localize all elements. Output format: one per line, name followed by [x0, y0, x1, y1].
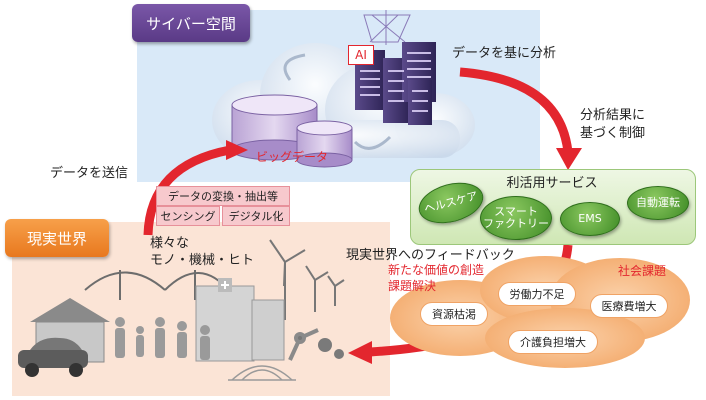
smart-factory-line1: スマート [494, 205, 538, 218]
real-world-title: 現実世界 [5, 219, 109, 257]
social-issues-title: 社会課題 [618, 264, 667, 278]
data-conversion-pill: データの変換・抽出等 [156, 186, 290, 206]
services-title: 利活用サービス [506, 176, 598, 191]
value-creation-label: 新たな価値の創造 [388, 263, 485, 277]
factory-icon [195, 278, 285, 362]
server-icon [355, 10, 436, 125]
digitization-pill: デジタル化 [222, 206, 290, 226]
issue-labor-shortage: 労働力不足 [498, 282, 576, 306]
cyber-space-title: サイバー空間 [132, 4, 250, 42]
big-data-label: ビッグデータ [256, 150, 329, 164]
wind-turbine-icon [269, 239, 345, 320]
service-smart-factory: スマート ファクトリー [480, 196, 552, 240]
people-icon [115, 317, 210, 360]
car-icon [18, 337, 88, 377]
database-icon [231, 94, 353, 168]
ai-label: AI [348, 45, 374, 65]
arrow-analyze-to-control [459, 67, 573, 153]
service-autonomous-driving: 自動運転 [627, 186, 689, 220]
feedback-label: 現実世界へのフィードバック [346, 248, 515, 263]
control-label-line2: 基づく制御 [580, 126, 646, 141]
sensing-pill: センシング [156, 206, 220, 226]
problem-solving-label: 課題解決 [388, 279, 437, 293]
issue-resource-depletion: 資源枯渇 [420, 302, 488, 326]
service-ems: EMS [560, 202, 620, 236]
gear-icon [318, 338, 344, 359]
analyze-label: データを基に分析 [452, 46, 557, 61]
issue-care-burden: 介護負担増大 [508, 330, 598, 354]
things-label-line1: 様々な [150, 236, 190, 251]
issue-medical-costs: 医療費増大 [590, 294, 668, 318]
things-label-line2: モノ・機械・ヒト [150, 253, 255, 268]
smart-factory-line2: ファクトリー [483, 217, 549, 230]
greenhouse-icon [228, 365, 296, 381]
send-data-label: データを送信 [50, 166, 129, 181]
robot-arm-icon [288, 328, 319, 361]
control-label-line1: 分析結果に [580, 108, 646, 123]
arrow-data-send [143, 145, 231, 236]
